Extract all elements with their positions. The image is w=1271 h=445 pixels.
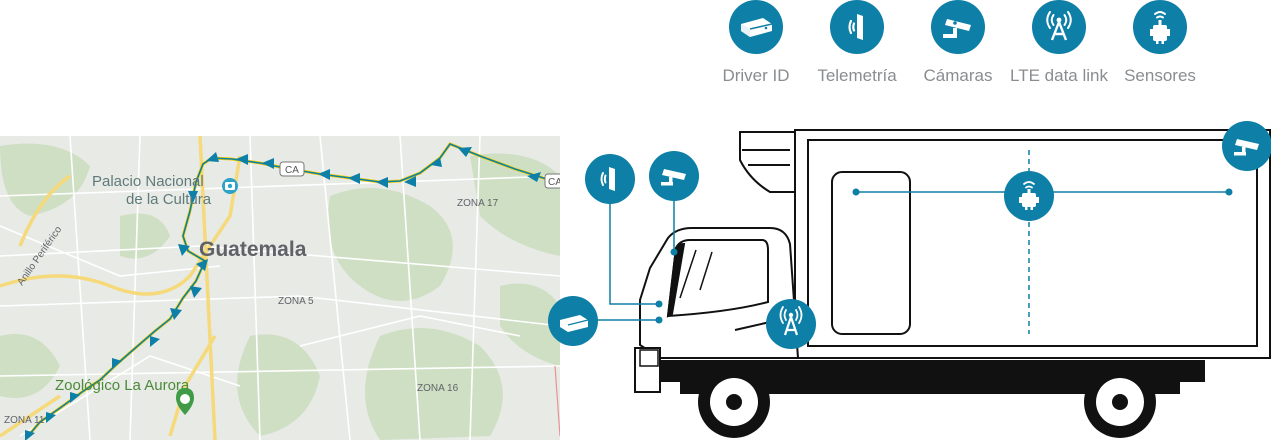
route-arrows [25,147,541,440]
route-map[interactable]: CA CA Palacio Nacional de la Cultura Gua… [0,136,560,440]
zoo-poi-icon [176,388,194,415]
zone-16-label: ZONA 16 [417,383,459,394]
legend-label: Telemetría [817,66,897,85]
legend-label: Sensores [1124,66,1196,85]
lte-antenna-icon [1032,0,1086,54]
legend-label: Driver ID [722,66,790,85]
lte-badge-icon [766,299,816,349]
telemetry-badge-icon [585,154,635,204]
zone-5-label: ZONA 5 [278,296,314,307]
green-areas [0,143,560,440]
boundary-line [554,365,560,437]
poi-zoo-label: Zoológico La Aurora [55,377,190,394]
zone-17-label: ZONA 17 [457,198,499,209]
driver-id-device-icon [729,0,783,54]
poi-palacio-line1: Palacio Nacional [92,173,204,190]
legend-item-cameras: Cámaras [908,0,1008,86]
legend-label: Cámaras [923,66,993,85]
road-ca-left-label: CA [285,165,299,176]
road-shield-ca-right: CA [544,173,560,189]
sensor-badge-icon [1004,171,1054,221]
driver-id-badge-icon [548,296,598,346]
device-legend: Driver ID Telemetría Cámaras [712,0,1212,90]
front-wheel [698,366,770,438]
rear-wheel [1084,366,1156,438]
major-roads [0,136,242,440]
truck-diagram [540,110,1271,440]
rear-camera-badge-icon [1222,121,1271,171]
camera-poi-icon [222,178,238,194]
legend-item-driver-id: Driver ID [706,0,806,86]
legend-item-sensors: Sensores [1110,0,1210,86]
truck-chassis [639,349,1205,394]
road-shield-ca-left: CA [279,161,305,177]
sensor-icon [1133,0,1187,54]
legend-item-lte: LTE data link [1009,0,1109,86]
legend-item-telemetry: Telemetría [807,0,907,86]
camera-badge-icon [649,151,699,201]
road-ca-right-label: CA [548,177,560,188]
legend-label: LTE data link [1010,66,1108,85]
camera-icon [931,0,985,54]
telemetry-icon [830,0,884,54]
city-label: Guatemala [199,238,307,261]
truck-body [634,129,1271,393]
poi-palacio-line2: de la Cultura [126,191,212,208]
connection-dots [655,188,1233,324]
zone-11-label: ZONA 11 [4,415,45,426]
minor-streets [0,136,560,440]
